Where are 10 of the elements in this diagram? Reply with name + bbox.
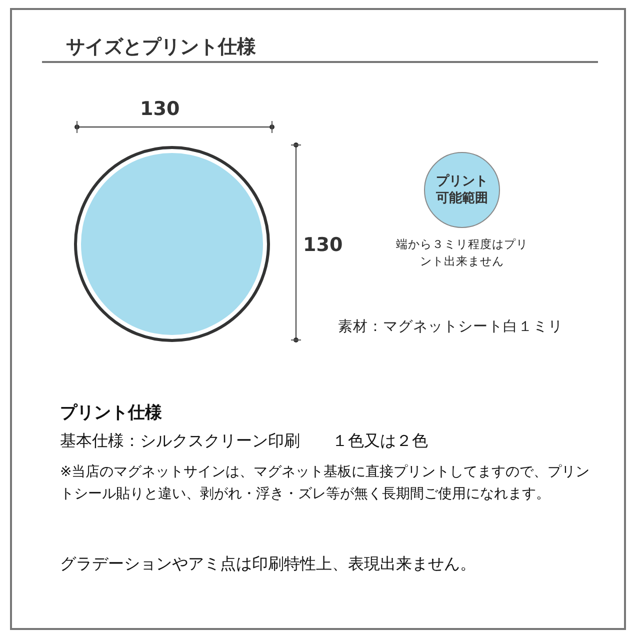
dimension-value: 130 [140,98,180,120]
material-note: 素材：マグネットシート白１ミリ [338,318,563,336]
node-label: プリント可能範囲 [435,173,489,207]
section-heading: プリント仕様 [60,402,162,424]
note-text: グラデーションやアミ点は印刷特性上、表現出来ません。 [60,554,476,575]
spec-text: 基本仕様：シルクスクリーン印刷 １色又は２色 [60,431,428,452]
caption-note: 端から３ミリ程度はプリント出来ません [395,236,529,270]
note-paragraph: ※当店のマグネットサインは、マグネット基板に直接プリントしてますので、プリントシール貼りと違い、剥がれ・浮き・ズレ等が無く長期間ご使用になれます。 [60,463,590,504]
dimension-value: 130 [303,234,343,256]
heading: サイズとプリント仕様 [66,35,256,60]
